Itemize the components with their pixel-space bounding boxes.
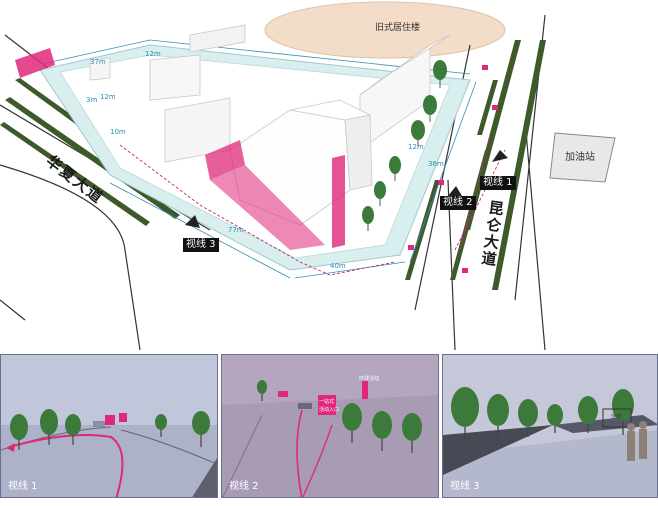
old-residential-label: 旧式居住楼 — [375, 23, 421, 33]
view-tag-3: 视线 3 — [183, 238, 219, 252]
magenta-features — [15, 48, 345, 250]
view-panel-3-scene — [443, 355, 657, 497]
gas-station-label: 加油站 — [565, 152, 595, 163]
dimension-lines — [41, 39, 477, 279]
dim-label: 12m — [100, 93, 116, 101]
dim-label: 37m — [90, 58, 106, 66]
dim-label: 3m — [86, 96, 98, 104]
view-panel-1: 视线 1 — [0, 354, 218, 498]
sight-cones — [185, 150, 508, 228]
view-tag-1: 视线 1 — [480, 176, 516, 190]
view-panel-3-caption: 视线 3 — [450, 481, 480, 492]
view-panel-2: 环球活动 一站式 活动入口 视线 2 — [221, 354, 439, 498]
view-panel-2-caption: 视线 2 — [229, 481, 259, 492]
dim-label: 40m — [330, 262, 346, 270]
panel-2-sign-a: 环球活动 — [359, 376, 380, 382]
dim-label: 77m — [228, 226, 244, 234]
site-axonometric-diagram — [0, 1, 616, 350]
gas-station-building — [549, 132, 616, 183]
buildings — [89, 24, 451, 226]
old-residential-area — [264, 1, 506, 59]
dim-label: 10m — [110, 128, 126, 136]
panel-2-sign-b: 一站式 — [319, 399, 335, 405]
view-panel-2-scene — [222, 355, 438, 497]
dim-label: 36m — [428, 160, 444, 168]
view-panel-3: 活动 视线 3 — [442, 354, 658, 498]
panel-2-sign-c: 活动入口 — [319, 407, 340, 413]
view-panel-1-scene — [1, 355, 217, 497]
dim-label: 12m — [408, 143, 424, 151]
magenta-markers — [408, 65, 498, 273]
sight-lines — [119, 134, 506, 276]
view-panel-1-caption: 视线 1 — [8, 481, 38, 492]
dim-label: 12m — [145, 50, 161, 58]
panel-3-sign: 活动 — [611, 414, 622, 420]
view-tag-2: 视线 2 — [440, 196, 476, 210]
site-trees — [362, 60, 447, 231]
